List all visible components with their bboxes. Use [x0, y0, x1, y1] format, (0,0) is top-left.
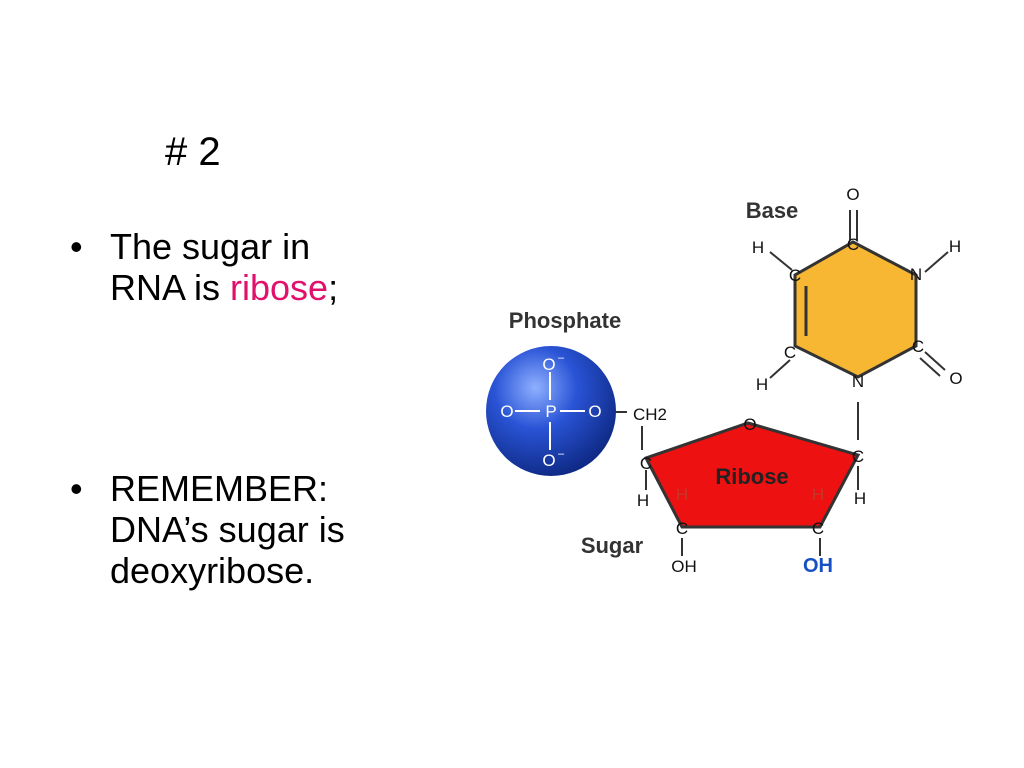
atom-o: O — [743, 415, 756, 434]
atom-oh: OH — [671, 557, 697, 576]
bullet-line: The sugar in — [110, 226, 311, 267]
atom-c: C — [784, 343, 796, 362]
atom-c: C — [812, 519, 824, 538]
atom-o: O — [949, 369, 962, 388]
charge: – — [558, 448, 565, 460]
atom-c: C — [912, 337, 924, 356]
bond — [769, 359, 791, 379]
atom-h: H — [637, 491, 649, 510]
nucleotide-diagram: Base Phosphate Ribose Sugar P O – O – O … — [486, 185, 963, 577]
bond — [919, 357, 941, 377]
atom-o: O — [542, 451, 555, 470]
atom-h: H — [854, 489, 866, 508]
atom-c: C — [852, 447, 864, 466]
bullet-line: REMEMBER: — [110, 468, 329, 509]
bullet-text: ; — [328, 267, 339, 308]
atom-o: O — [846, 185, 859, 204]
ribose-highlight: ribose — [230, 267, 329, 308]
atom-o: O — [588, 402, 601, 421]
sugar-label: Sugar — [581, 533, 644, 558]
charge: – — [558, 352, 565, 364]
atom-h: H — [676, 485, 688, 504]
atom-c: C — [640, 454, 652, 473]
ribose-label: Ribose — [715, 464, 788, 489]
bullet-text: RNA is — [110, 267, 231, 308]
atom-n: N — [910, 265, 922, 284]
bullet-line: deoxyribose. — [110, 550, 315, 591]
slide-title: # 2 — [165, 130, 221, 174]
atom-n: N — [852, 372, 864, 391]
atom-h: H — [949, 237, 961, 256]
atom-h: H — [812, 485, 824, 504]
atom-h: H — [756, 375, 768, 394]
atom-c: C — [676, 519, 688, 538]
sugar-ring — [643, 421, 861, 529]
atom-c: C — [847, 235, 859, 254]
bullet-line: DNA’s sugar is — [110, 509, 345, 550]
bullet-line: RNA is ribose; — [110, 267, 450, 308]
bullet-item-remember: • REMEMBER: DNA’s sugar is deoxyribose. — [70, 468, 450, 591]
bullet-marker: • — [70, 468, 83, 509]
phosphate-sphere — [486, 346, 616, 476]
bond — [924, 251, 949, 273]
bullet-list: • The sugar in RNA is ribose; • REMEMBER… — [70, 226, 450, 591]
atom-o: O — [542, 355, 555, 374]
bond — [769, 251, 793, 271]
atom-oh-highlight: OH — [803, 555, 833, 577]
phosphate-label: Phosphate — [509, 308, 621, 333]
atom-ch2: CH2 — [633, 405, 667, 424]
base-ring — [793, 240, 918, 379]
bullet-item-ribose: • The sugar in RNA is ribose; — [70, 226, 450, 308]
bullet-marker: • — [70, 226, 83, 267]
base-label: Base — [746, 198, 799, 223]
bond — [924, 351, 946, 371]
atom-p: P — [545, 402, 556, 421]
atom-h: H — [752, 238, 764, 257]
atom-o: O — [500, 402, 513, 421]
atom-c: C — [789, 266, 801, 285]
